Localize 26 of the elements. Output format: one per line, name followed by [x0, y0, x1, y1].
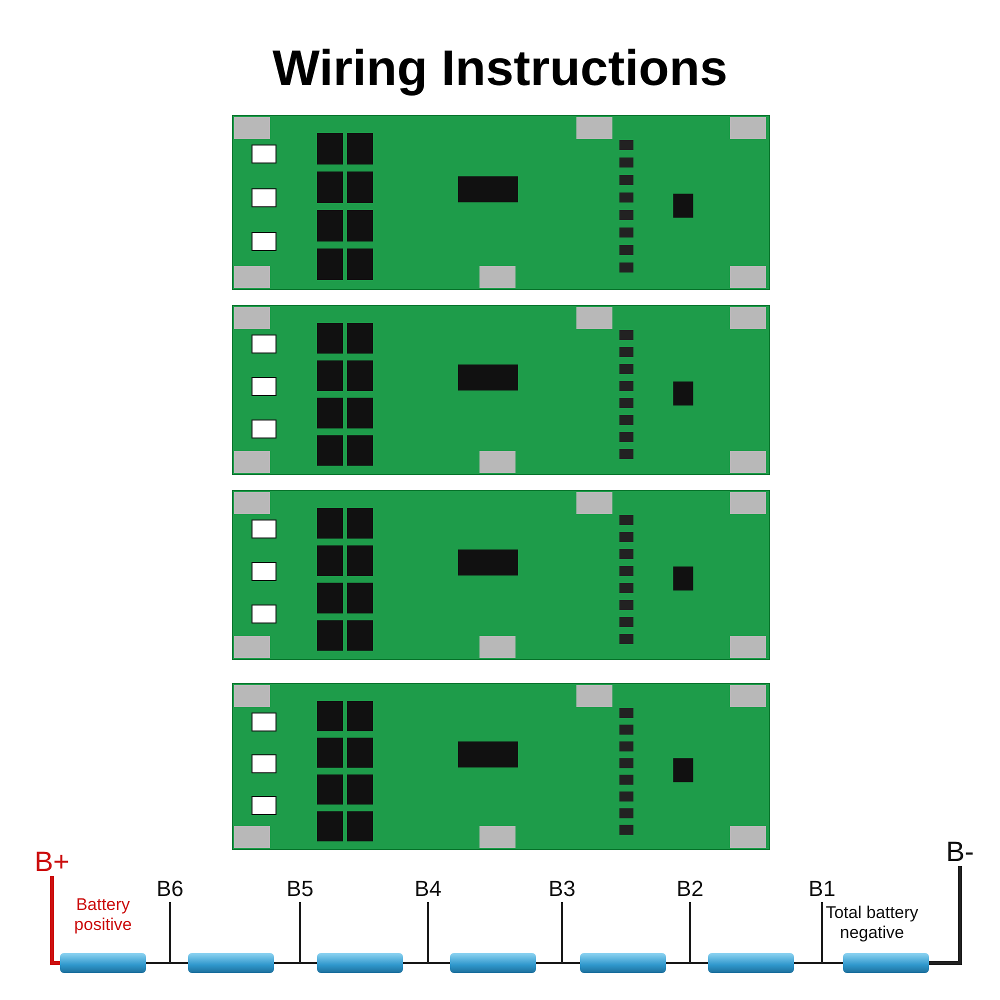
terminal-label: B5 — [280, 876, 320, 902]
terminal-label: B4 — [408, 876, 448, 902]
wire — [929, 866, 962, 965]
title: Wiring Instructions — [271, 39, 729, 98]
wire — [50, 876, 60, 965]
wire — [169, 902, 188, 964]
wire — [427, 902, 450, 964]
wire — [689, 902, 708, 964]
note-text: Battery positive — [73, 895, 133, 935]
wire — [299, 902, 317, 964]
terminal-label: B+ — [32, 848, 72, 876]
battery-cell — [60, 953, 146, 973]
battery-cell — [843, 953, 929, 973]
battery-cell — [708, 953, 794, 973]
terminal-label: B- — [940, 838, 980, 866]
battery-cell — [580, 953, 666, 973]
battery-cell — [188, 953, 274, 973]
terminal-label: B2 — [670, 876, 710, 902]
note-text: Total battery negative — [824, 903, 920, 943]
wire — [821, 902, 843, 964]
terminal-label: B1 — [802, 876, 842, 902]
battery-cell — [450, 953, 536, 973]
terminal-label: B3 — [542, 876, 582, 902]
terminal-label: B6 — [150, 876, 190, 902]
battery-cell — [317, 953, 403, 973]
wire — [561, 902, 580, 964]
